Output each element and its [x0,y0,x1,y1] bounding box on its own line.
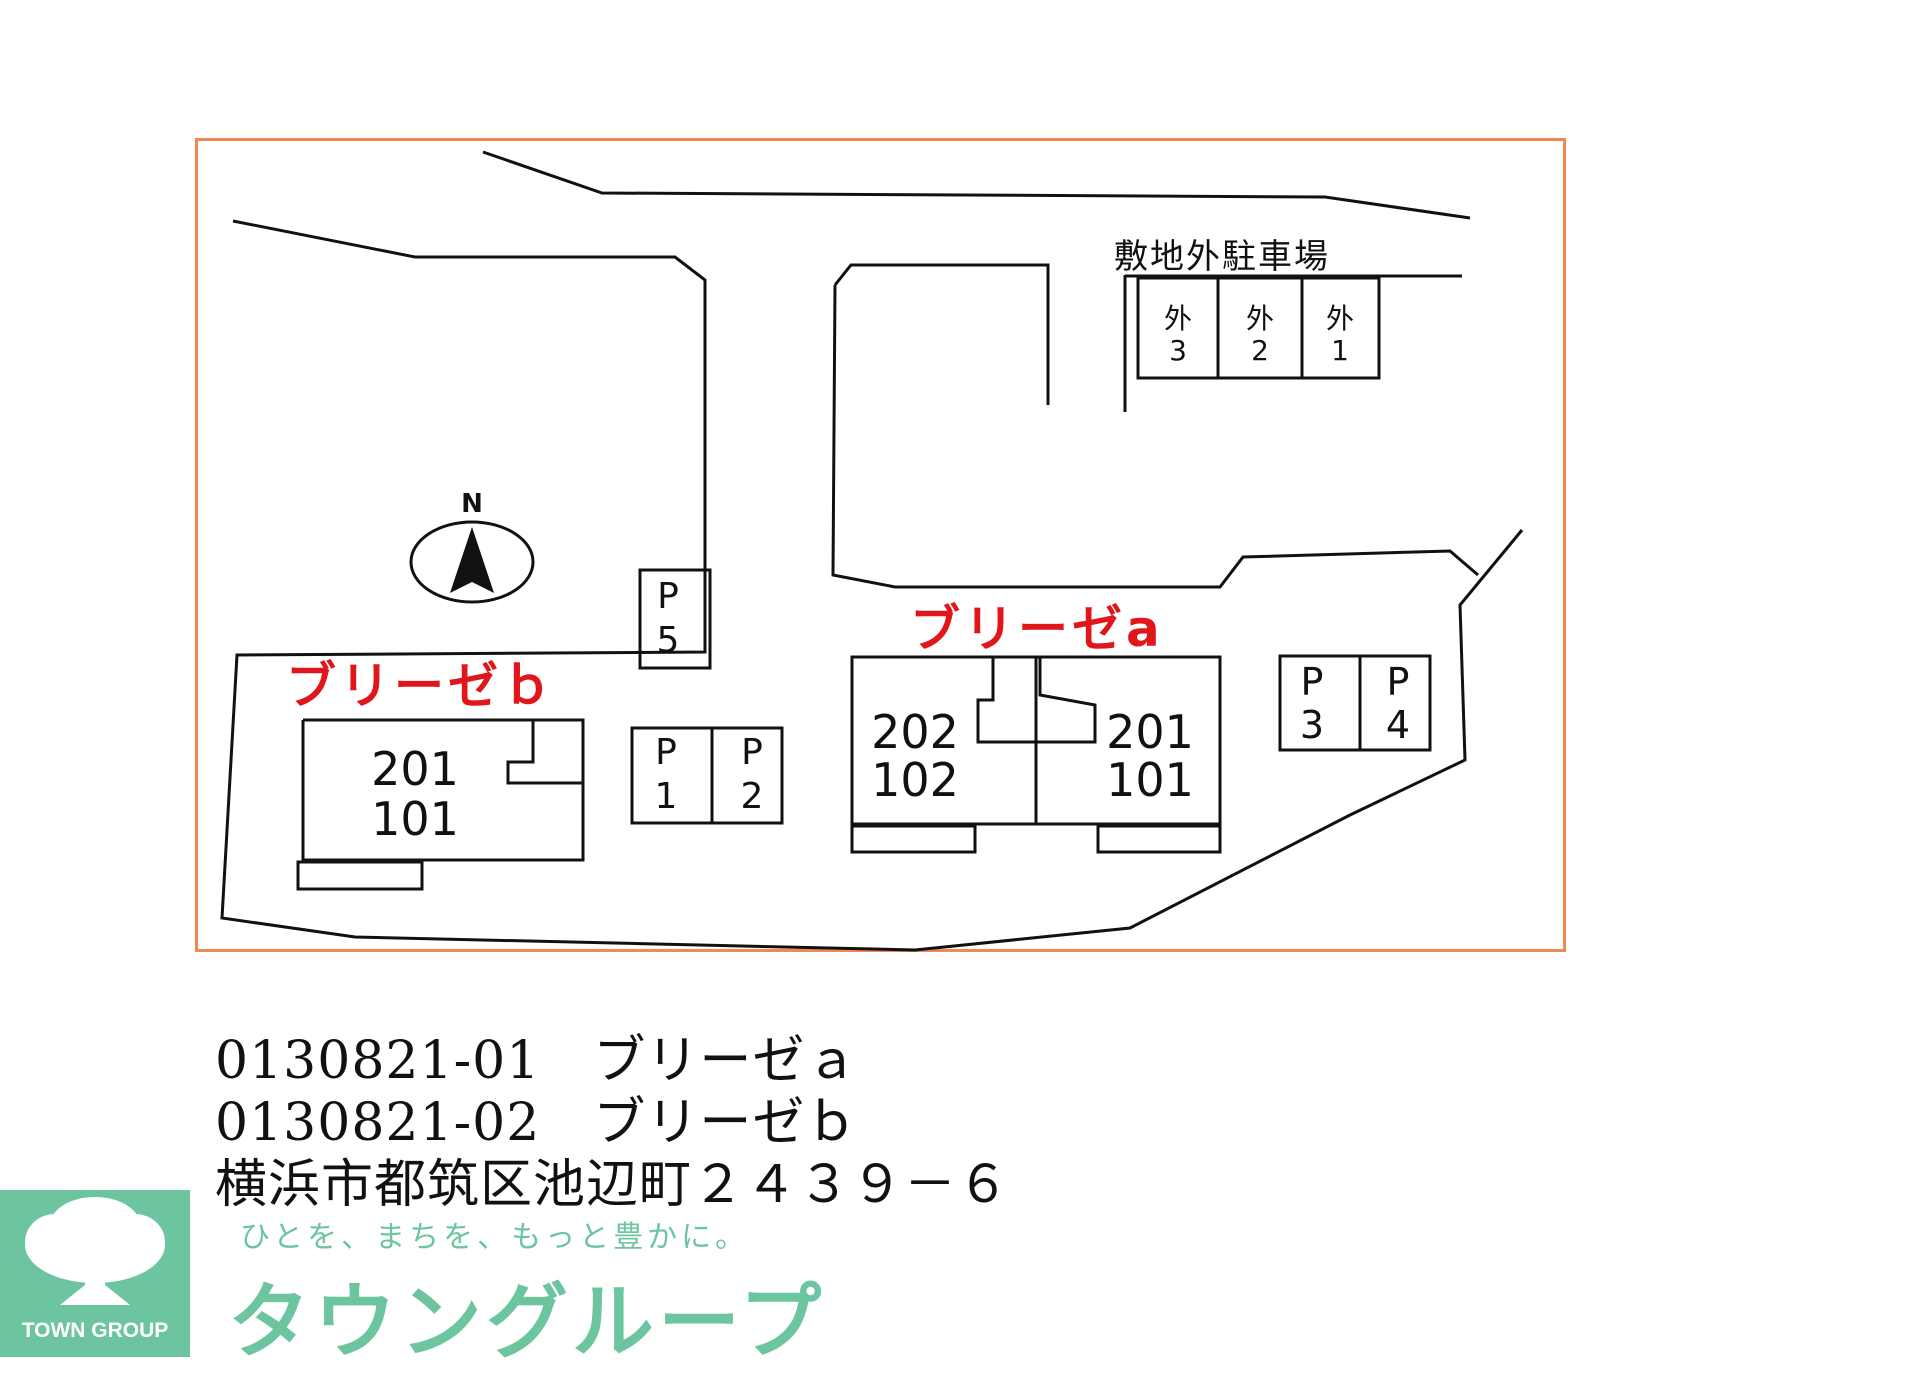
parking-p2-letter: P [741,732,763,773]
building-b-outline [301,718,585,862]
tree-icon [25,1197,165,1305]
parking-p2 [710,726,784,825]
offsite-1-num: 1 [1331,334,1349,367]
road-line-middle [833,263,1050,405]
parking-p4 [1358,654,1432,752]
property-info: 0130821-01 ブリーゼａ 0130821-02 ブリーゼｂ 横浜市都筑区… [215,1030,1010,1216]
building-b-unit-upper: 201 [371,742,459,796]
compass-circle [409,520,535,604]
building-a-name: ブリーゼa [910,600,1164,658]
brand-name: タウングループ [228,1275,826,1370]
building-b-notch [506,720,583,785]
site-map: N 敷地外駐車場 外 3 外 2 外 1 P 5 P 1 P 2 P 3 P 4… [220,150,1524,952]
offsite-3-num: 3 [1169,334,1187,367]
parking-p4-letter: P [1387,660,1410,704]
road-line-left [220,219,1524,952]
compass-letter: N [461,489,483,519]
building-a-unit-upper-right: 201 [1106,705,1194,759]
building-b-balcony [296,860,424,891]
parking-p5-num: 5 [657,620,680,661]
building-a-notch-right [1036,657,1097,744]
offsite-1-top: 外 [1326,302,1354,335]
parking-p3-num: 3 [1300,703,1324,747]
building-a-balcony-right [1096,824,1222,854]
brand-tagline: ひとを、まちを、もっと豊かに。 [240,1220,750,1255]
parking-p5 [638,568,712,670]
property-line-a: 0130821-01 ブリーゼａ [215,1031,859,1091]
building-a-balcony-left [850,824,977,854]
parking-p5-letter: P [657,576,679,617]
parking-p4-num: 4 [1386,703,1410,747]
building-b-unit-lower: 101 [371,792,459,846]
building-a-unit-lower-left: 102 [871,753,959,807]
offsite-parking-label: 敷地外駐車場 [1114,237,1330,277]
road-line-top [482,150,1471,220]
offsite-3-top: 外 [1164,302,1192,335]
offsite-space-1 [1300,276,1381,380]
parking-p1-letter: P [655,732,677,773]
logo-caption: TOWN GROUP [21,1319,169,1342]
building-b-name: ブリーゼｂ [286,657,556,715]
parking-p3-letter: P [1301,660,1324,704]
offsite-2-top: 外 [1246,302,1274,335]
town-group-logo: TOWN GROUP [0,1190,190,1357]
road-line-middle-lower [831,284,1479,589]
property-line-b: 0130821-02 ブリーゼｂ [215,1093,859,1153]
parking-p1-num: 1 [655,776,678,817]
compass-arrow-icon [450,527,494,593]
offsite-2-num: 2 [1251,334,1269,367]
property-address: 横浜市都筑区池辺町２４３９－６ [215,1155,1011,1215]
building-a-unit-upper-left: 202 [871,705,959,759]
building-a-notch-left [976,657,1036,744]
building-a-unit-lower-right: 101 [1106,753,1194,807]
parking-p2-num: 2 [741,776,764,817]
